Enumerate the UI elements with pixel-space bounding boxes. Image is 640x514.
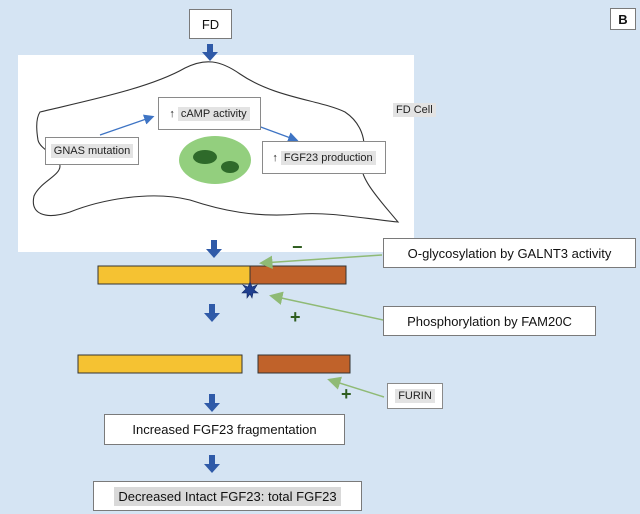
- fragment-n-terminal: [77, 354, 243, 374]
- flow-arrow-2: [206, 240, 222, 258]
- flow-arrow-3: [204, 304, 220, 322]
- phosphorylation-node: Phosphorylation by FAM20C: [383, 306, 596, 336]
- camp-activity-text: cAMP activity: [177, 106, 250, 121]
- furin-text: FURIN: [395, 389, 435, 403]
- fgf23-production-text: FGF23 production: [280, 150, 376, 165]
- ratio-text: Decreased Intact FGF23: total FGF23: [114, 486, 341, 506]
- fd-node: FD: [189, 9, 232, 39]
- flow-arrow-1: [202, 44, 218, 61]
- glycosylation-arrow: [259, 254, 383, 270]
- fragmentation-node: Increased FGF23 fragmentation: [104, 414, 345, 445]
- intact-bar-n-terminal: [97, 265, 251, 285]
- phosphorylation-arrow: [269, 291, 384, 321]
- ratio-node: Decreased Intact FGF23: total FGF23: [93, 481, 362, 511]
- phosphate-star: [241, 281, 259, 299]
- fgf23-up-arrow: ↑: [272, 151, 278, 164]
- furin-sign: +: [341, 384, 352, 404]
- gnas-to-camp-arrow: [99, 114, 155, 136]
- camp-activity-node: ↑ cAMP activity: [158, 97, 261, 130]
- fragment-c-terminal: [257, 354, 351, 374]
- gnas-mutation-text: GNAS mutation: [50, 144, 134, 158]
- panel-label: B: [610, 8, 636, 30]
- flow-arrows: [202, 44, 222, 473]
- furin-node: FURIN: [387, 383, 443, 409]
- flow-arrow-5: [204, 455, 220, 473]
- gnas-mutation-node: GNAS mutation: [45, 137, 139, 165]
- fd-cell-label: FD Cell: [393, 103, 436, 117]
- camp-to-fgf23-arrow: [257, 125, 299, 143]
- flow-arrow-4: [204, 394, 220, 412]
- fgf23-production-node: ↑ FGF23 production: [262, 141, 386, 174]
- camp-up-arrow: ↑: [169, 107, 175, 120]
- nucleolus-2: [221, 161, 239, 173]
- nucleolus-1: [193, 150, 217, 164]
- furin-arrow: [327, 376, 385, 398]
- glycosylation-sign: −: [292, 237, 303, 257]
- intact-bar-c-terminal: [249, 265, 347, 285]
- glycosylation-node: O-glycosylation by GALNT3 activity: [383, 238, 636, 268]
- phosphorylation-sign: +: [290, 307, 301, 327]
